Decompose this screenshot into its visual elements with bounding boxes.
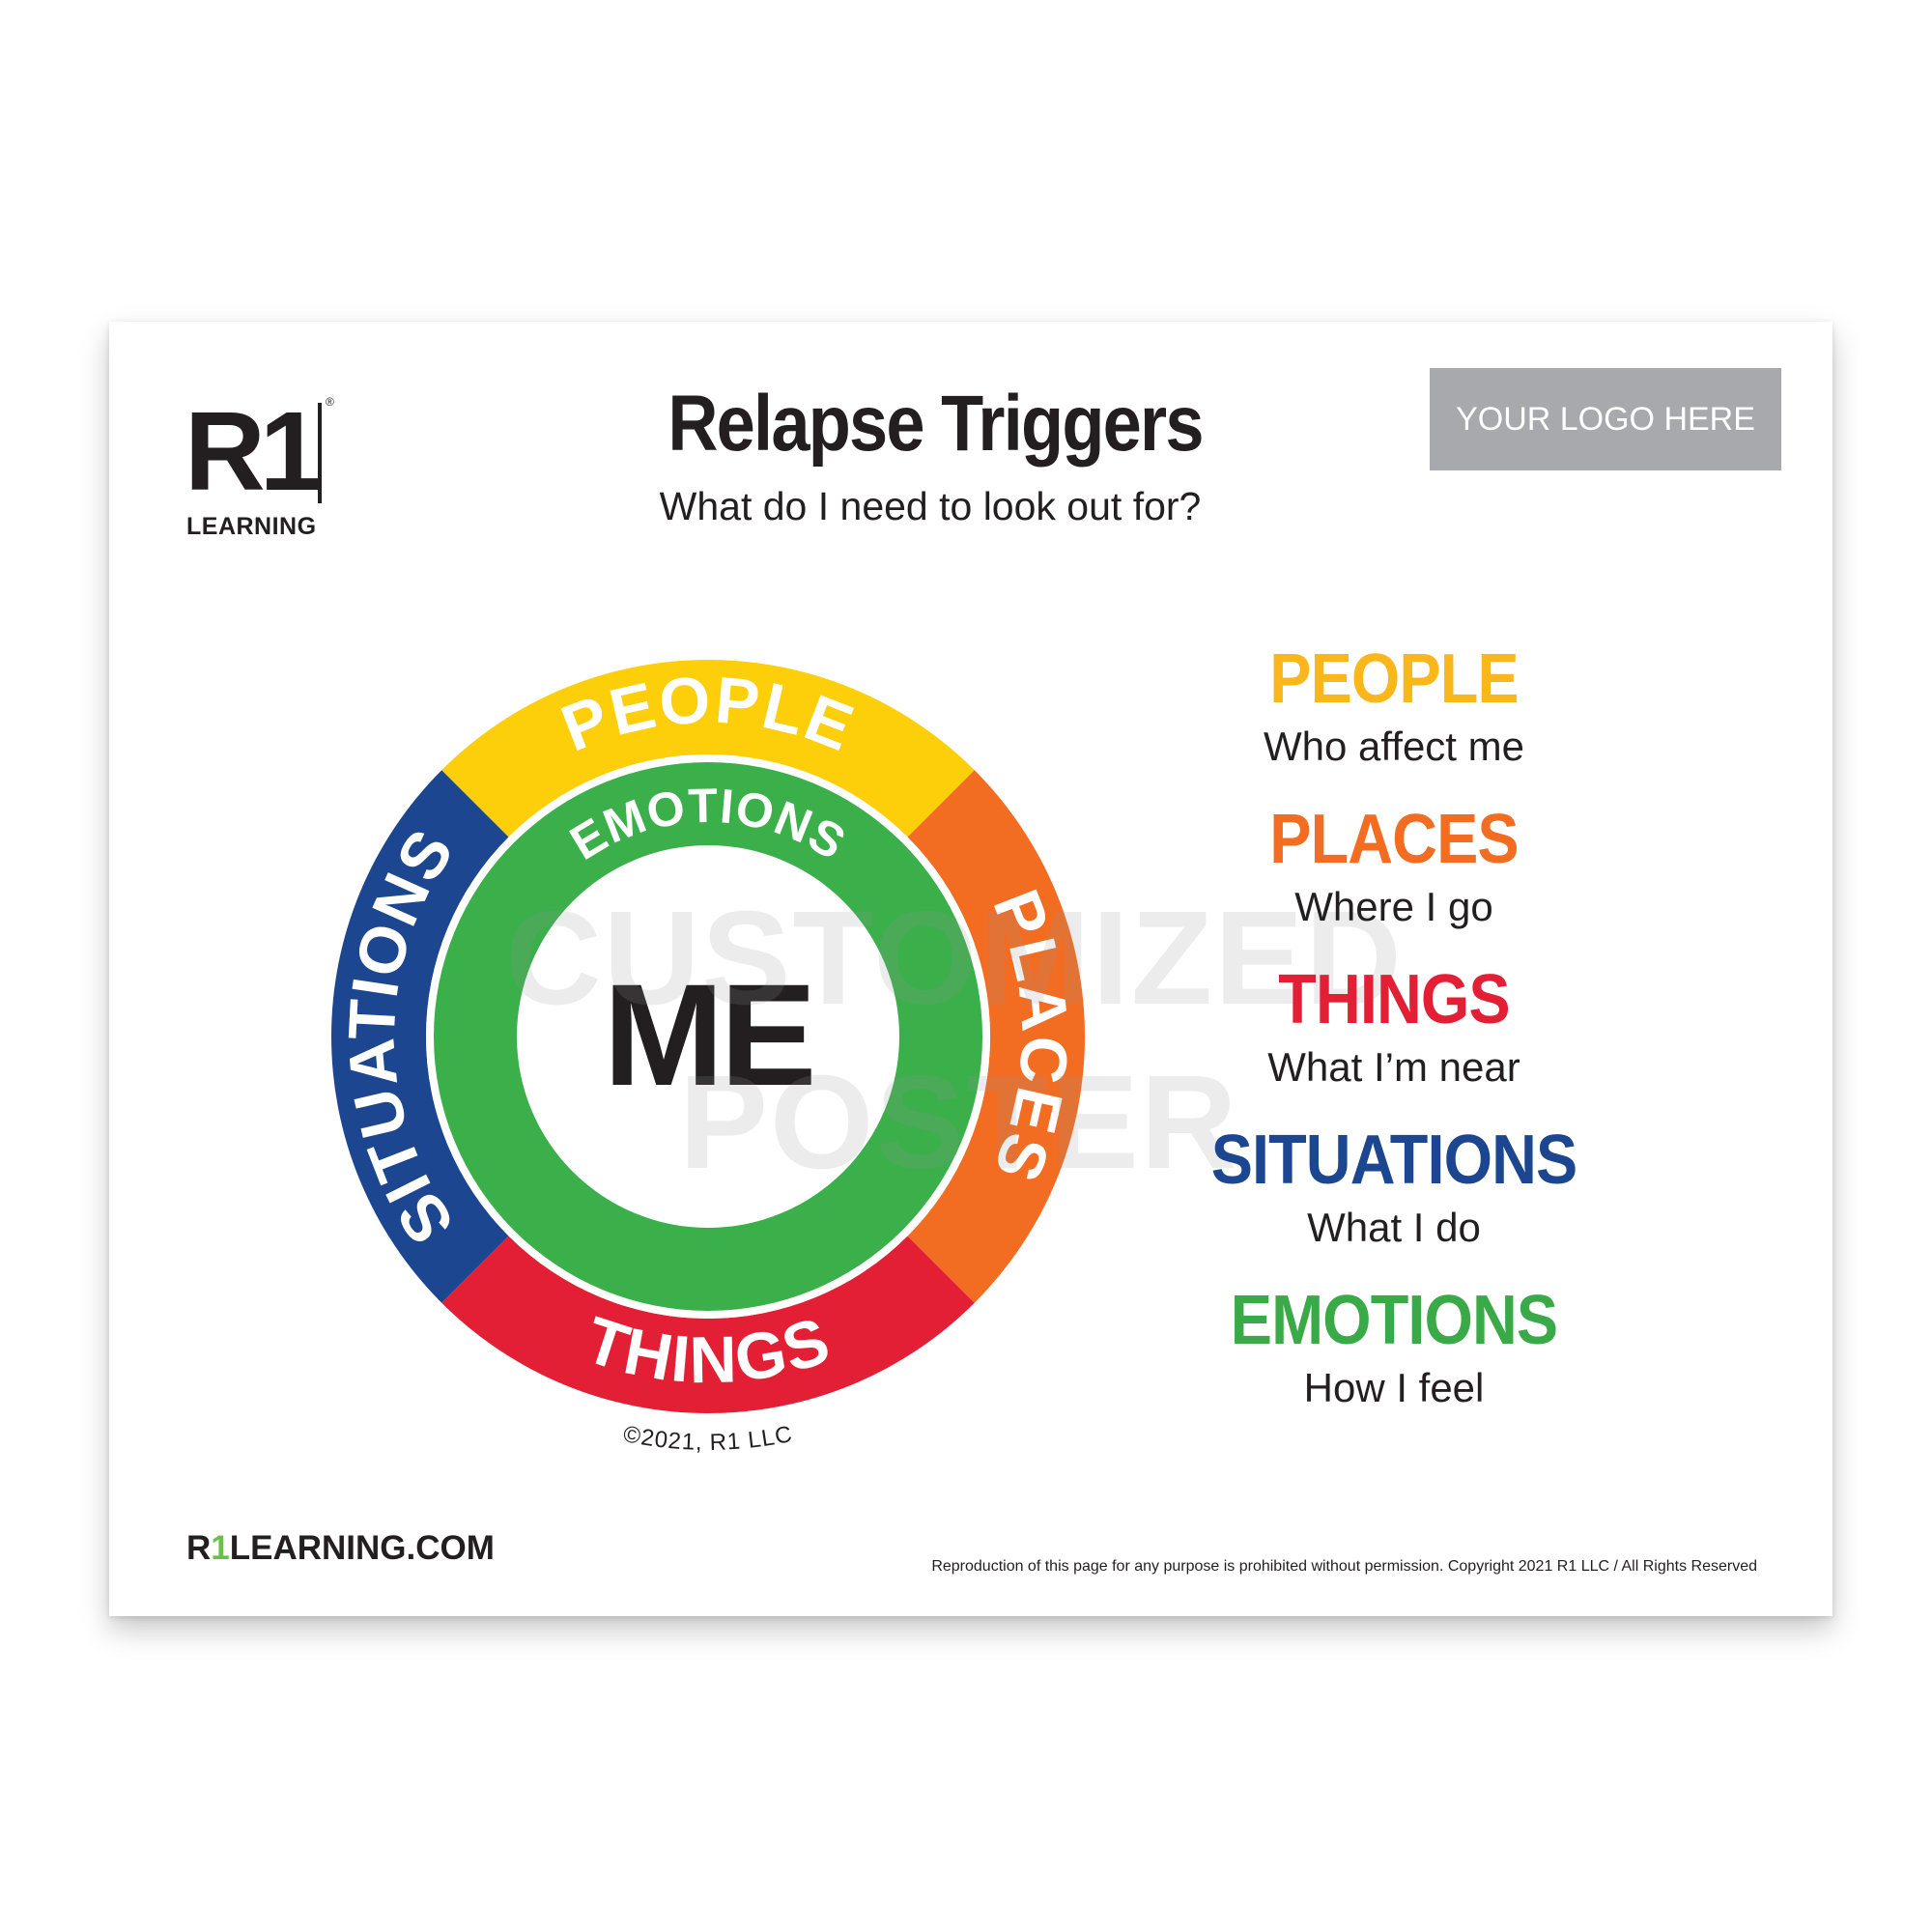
legend-heading: SITUATIONS: [1210, 1122, 1578, 1199]
segment-people: [441, 660, 975, 838]
logo-wordmark: LEARNING: [186, 513, 317, 540]
legend-description: What I do: [1307, 1205, 1481, 1250]
website-prefix: R: [186, 1529, 212, 1567]
website-link[interactable]: R1LEARNING.COM: [186, 1529, 495, 1568]
poster: R1 ® LEARNING Relapse Triggers What do I…: [109, 322, 1833, 1616]
legend-heading: EMOTIONS: [1230, 1282, 1558, 1359]
copyright-notice: Reproduction of this page for any purpos…: [931, 1558, 1757, 1575]
legend-item-things: THINGS What I’m near: [1143, 961, 1645, 1122]
segment-places: [907, 770, 1085, 1303]
registered-mark: ®: [326, 395, 334, 409]
legend-item-emotions: EMOTIONS How I feel: [1143, 1282, 1645, 1442]
legend-heading: PEOPLE: [1269, 640, 1519, 718]
legend-item-places: PLACES Where I go: [1143, 801, 1645, 961]
legend-description: Where I go: [1294, 884, 1493, 929]
legend: PEOPLE Who affect me PLACES Where I go T…: [1143, 640, 1645, 1442]
segment-situations: [331, 770, 509, 1303]
logo-divider-bar: [318, 403, 322, 503]
center-circle: [517, 845, 899, 1228]
wheel-copyright: ©2021, R1 LLC: [621, 1421, 795, 1456]
logo-placeholder: YOUR LOGO HERE: [1430, 368, 1781, 470]
legend-heading: THINGS: [1278, 961, 1510, 1038]
legend-description: Who affect me: [1263, 724, 1524, 769]
legend-description: How I feel: [1303, 1365, 1485, 1410]
r1-learning-logo: R1 ® LEARNING: [185, 388, 339, 542]
legend-item-people: PEOPLE Who affect me: [1143, 640, 1645, 801]
website-suffix: LEARNING.COM: [229, 1529, 495, 1567]
segment-things: [441, 1236, 975, 1413]
wheel-copyright-textpath: ©2021, R1 LLC: [621, 1421, 794, 1456]
poster-subtitle: What do I need to look out for?: [659, 484, 1202, 528]
legend-description: What I’m near: [1267, 1044, 1520, 1090]
logo-placeholder-text: YOUR LOGO HERE: [1456, 400, 1755, 438]
poster-title: Relapse Triggers: [668, 380, 1204, 468]
trigger-wheel-svg: PEOPLETHINGSSITUATIONSPLACESEMOTIONSME©2…: [331, 660, 1085, 1456]
website-one: 1: [211, 1529, 230, 1567]
r1-logo-mark: R1: [185, 388, 322, 514]
legend-item-situations: SITUATIONS What I do: [1143, 1122, 1645, 1282]
legend-heading: PLACES: [1269, 801, 1519, 878]
center-label-me: ME: [604, 953, 813, 1116]
